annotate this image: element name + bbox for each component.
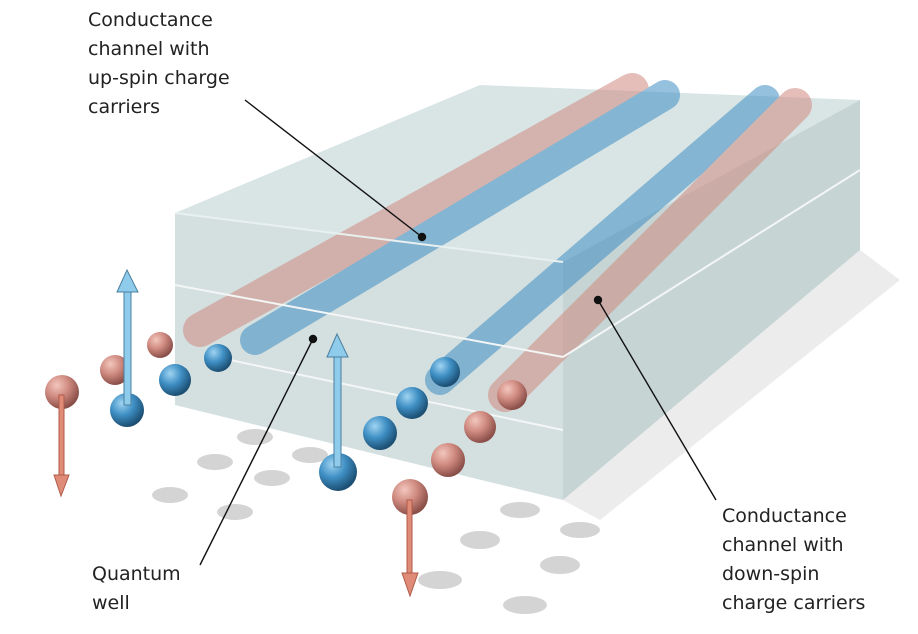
label-line: Quantum (92, 563, 181, 585)
down-spin-channel-rod (183, 73, 649, 347)
up-spin-channel-rod (425, 85, 780, 395)
quantum-well-layer-lines (174, 169, 861, 431)
floor-shadows (152, 250, 900, 614)
spin-up-arrow (326, 332, 349, 468)
spin-down-arrow (401, 499, 419, 598)
label-up-spin-channel: Conductance channel with up-spin charge car… (88, 6, 230, 122)
label-line: channel with (722, 534, 844, 556)
label-line: up-spin charge (88, 67, 230, 89)
label-line: down-spin (722, 563, 820, 585)
up-spin-channel-rod (240, 80, 680, 355)
label-down-spin-channel: Conductance channel with down-spin charge c… (722, 502, 865, 618)
charge-carriers (45, 332, 527, 515)
label-quantum-well: Quantum well (92, 560, 181, 618)
label-line: carriers (88, 96, 161, 118)
down-spin-channel-rod (488, 88, 812, 412)
label-line: charge carriers (722, 592, 866, 614)
spin-down-arrow (53, 394, 70, 498)
label-line: channel with (88, 38, 210, 60)
spin-up-arrow (116, 268, 139, 406)
channel-rods (183, 73, 812, 412)
label-line: Conductance (88, 9, 213, 31)
label-line: well (92, 592, 130, 614)
leader-lines (199, 99, 717, 566)
spin-arrows (53, 268, 419, 598)
label-line: Conductance (722, 505, 847, 527)
